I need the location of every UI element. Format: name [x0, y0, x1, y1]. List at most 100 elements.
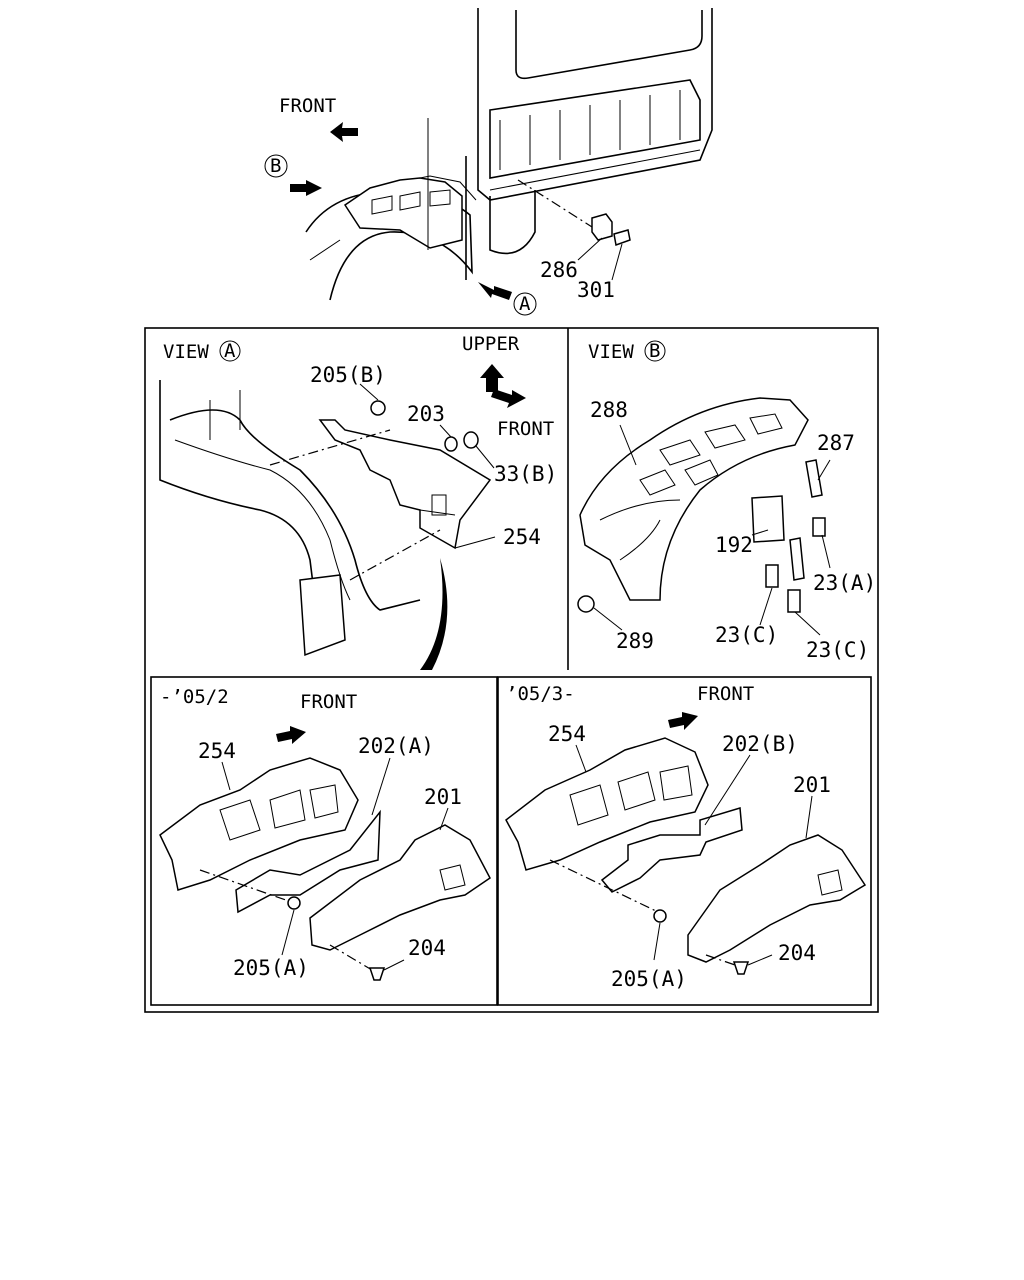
callout-301: 301: [577, 278, 615, 302]
frame-after: [497, 676, 872, 1006]
bracket-254-tab: [419, 494, 456, 516]
after-leader-202b: [704, 754, 751, 826]
bolt-23c-right-icon: [787, 589, 801, 613]
leader-23a: [821, 534, 831, 569]
after-callout-201: 201: [793, 773, 831, 797]
view-a-assembly-line-2: [349, 529, 441, 581]
bolt-205b-icon: [370, 400, 386, 416]
leader-203: [439, 424, 452, 438]
callout-254: 254: [503, 525, 541, 549]
part-301-shape: [613, 229, 631, 247]
marker-b-circle: [264, 154, 288, 178]
liner-pockets: [371, 189, 451, 215]
period-before: -’05/2: [160, 686, 229, 708]
before-assembly-line-1: [199, 869, 301, 906]
leader-23c-right: [794, 611, 821, 636]
upper-arrow-icon: [480, 364, 504, 392]
before-leader-204: [383, 959, 405, 971]
before-plate-202a-shape: [235, 809, 381, 914]
after-clip-205a-icon: [653, 909, 667, 923]
step-recess: [489, 190, 536, 255]
callout-288: 288: [590, 398, 628, 422]
marker-a-circle: [513, 292, 537, 316]
before-callout-205a: 205(A): [233, 956, 309, 980]
before-front-label: FRONT: [300, 691, 357, 713]
before-bracket-254-shape: [159, 757, 359, 891]
view-a-upper-label: UPPER: [462, 333, 520, 355]
before-front-arrow-icon: [276, 726, 306, 744]
callout-33b: 33(B): [494, 462, 557, 486]
bolt-23c-left-icon: [765, 564, 779, 588]
cab-body-outline: [477, 8, 713, 201]
callout-203: 203: [407, 402, 445, 426]
view-b-marker: B: [649, 340, 660, 362]
callout-23a: 23(A): [813, 571, 876, 595]
view-a-title: VIEW: [163, 341, 209, 363]
top-overview: FRONT B A 286 301: [264, 8, 713, 316]
callout-286: 286: [540, 258, 578, 282]
frame-before: [150, 676, 498, 1006]
period-after: ’05/3-: [506, 683, 575, 705]
after-leader-201: [805, 795, 813, 839]
liner-288-ribs: [639, 413, 783, 496]
wheel-arch: [305, 191, 473, 301]
leader-286: [577, 237, 603, 261]
leader-288: [619, 424, 637, 466]
callout-192: 192: [715, 533, 753, 557]
after-rivet-204-icon: [732, 961, 750, 975]
view-a-front-arrow-icon: [491, 389, 526, 408]
view-b-title: VIEW: [588, 341, 634, 363]
callout-287: 287: [817, 431, 855, 455]
after-guard-201-shape: [687, 834, 867, 963]
leader-254: [454, 536, 496, 549]
after-front-arrow-icon: [668, 712, 698, 730]
bolt-23a-icon: [812, 517, 826, 537]
detail-connector: [420, 558, 448, 670]
cab-window: [515, 10, 703, 80]
view-a-arrow-icon: [478, 282, 512, 300]
fender-liner-288-shape: [579, 397, 809, 601]
stay-192-shape: [751, 495, 785, 543]
after-leader-204: [747, 954, 773, 966]
after-assembly-line-2: [705, 954, 739, 967]
before-callout-202a: 202(A): [358, 734, 434, 758]
leader-205b: [359, 383, 379, 401]
outer-frame: [144, 327, 879, 1013]
before-assembly-line-2: [329, 944, 373, 971]
view-a-marker-circle: [219, 340, 241, 362]
after-guard-201-pocket: [817, 869, 843, 896]
view-a-assembly-line-1: [269, 429, 391, 466]
leader-289: [593, 607, 623, 631]
before-bracket-254-ribs: [219, 784, 339, 841]
callout-289: 289: [616, 629, 654, 653]
panel-before: -’05/2 FRONT 254 202(A) 201 205(A) 204: [159, 686, 491, 981]
view-b-panel: VIEW B 288 287 192 23(A) 23(C) 23(C) 289: [577, 340, 876, 662]
mud-flap: [299, 574, 346, 657]
after-leader-205a: [653, 922, 661, 961]
before-leader-205a: [281, 909, 295, 956]
panel-after: ’05/3- FRONT 254 202(B) 201 205(A) 204: [505, 683, 867, 991]
view-a-frame-lines: [209, 390, 241, 440]
part-286-shape: [591, 213, 613, 241]
before-guard-201-pocket: [439, 864, 466, 891]
washer-203-icon: [444, 436, 458, 452]
view-a-body-edge: [159, 380, 321, 641]
cab-sill: [489, 149, 701, 191]
after-callout-205a: 205(A): [611, 967, 687, 991]
fender-liner-top: [343, 177, 463, 249]
bracket-287-shape: [805, 459, 823, 498]
after-callout-204: 204: [778, 941, 816, 965]
before-callout-254: 254: [198, 739, 236, 763]
view-b-marker-circle: [644, 340, 666, 362]
front-arrow-icon: [330, 122, 358, 142]
before-clip-205a-icon: [287, 896, 301, 910]
callout-205b: 205(B): [310, 363, 386, 387]
after-callout-202b: 202(B): [722, 732, 798, 756]
view-a-panel: VIEW A UPPER FRONT 205(B) 203 33(B) 254: [159, 333, 557, 670]
before-rivet-204-icon: [368, 967, 386, 981]
bracket-254-shape: [318, 419, 492, 550]
view-a-arch: [169, 409, 421, 611]
top-front-label: FRONT: [279, 95, 336, 117]
liner-288-contours: [599, 499, 681, 561]
callout-23c-left: 23(C): [715, 623, 778, 647]
